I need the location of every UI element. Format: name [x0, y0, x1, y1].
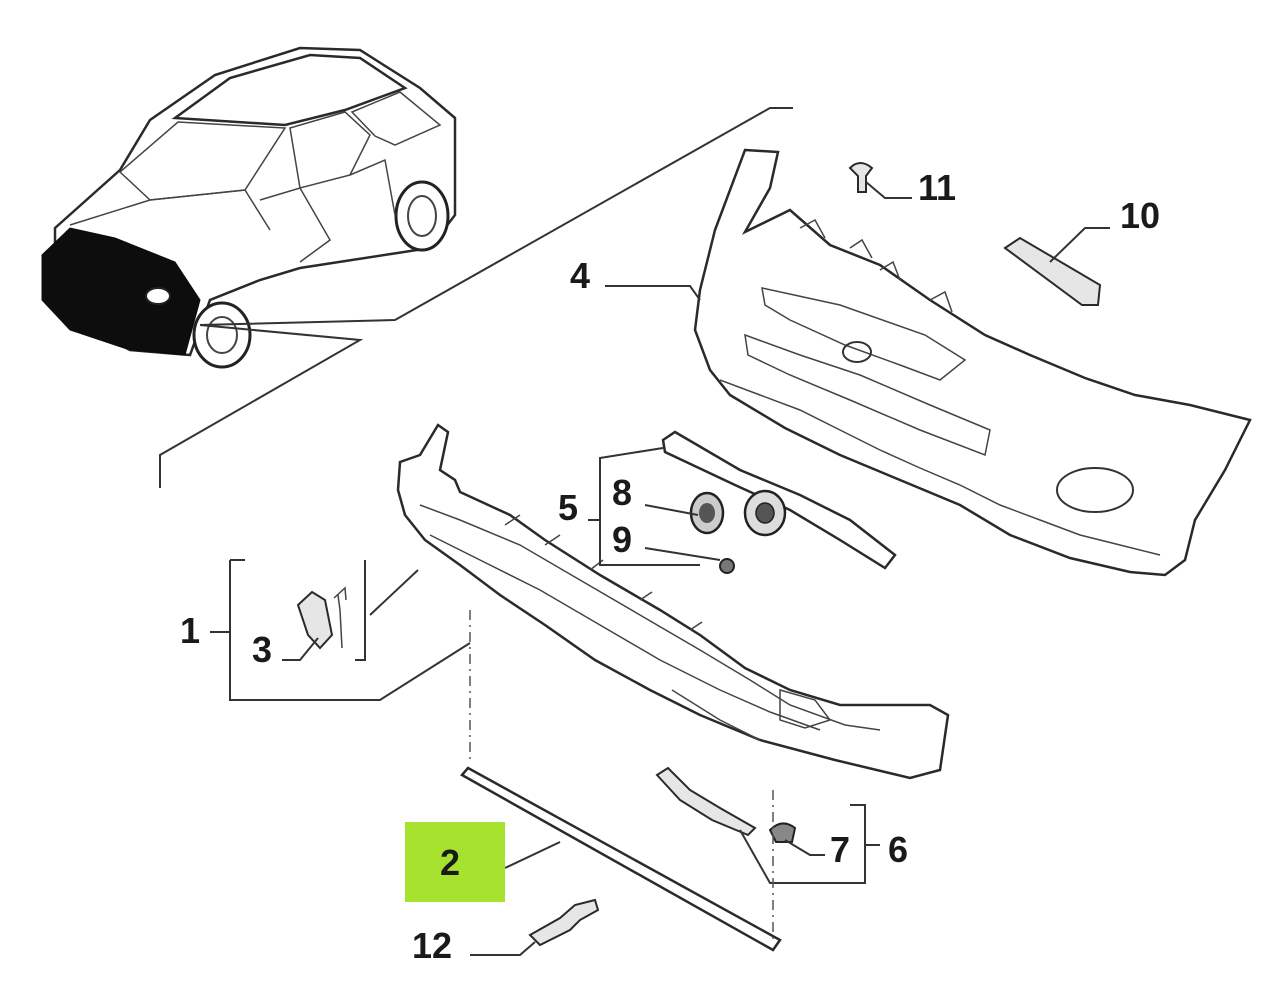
front-wheel	[192, 301, 252, 369]
callout-6: 6	[888, 829, 908, 870]
front-bumper-highlight	[41, 227, 201, 356]
callout-11: 11	[918, 167, 956, 208]
grille-part-5	[661, 430, 897, 570]
perspective-guide-lines	[159, 107, 793, 488]
rear-wheel	[394, 180, 450, 252]
callout-12: 12	[412, 925, 452, 966]
callout-7: 7	[830, 829, 850, 870]
strip-part-2	[460, 766, 782, 952]
car-illustration	[41, 46, 457, 369]
callout-1: 1	[180, 610, 200, 651]
callout-8: 8	[612, 472, 632, 513]
front-bumper-part-4	[693, 148, 1252, 577]
lower-bumper-part-1	[396, 423, 950, 780]
leader-lines	[210, 181, 1110, 956]
bracket-part-3	[296, 586, 347, 650]
callout-2-highlight	[405, 822, 505, 902]
side-trim-part-6	[655, 766, 757, 837]
callout-3: 3	[252, 629, 272, 670]
callout-9: 9	[612, 519, 632, 560]
callout-10: 10	[1120, 195, 1160, 236]
callout-2: 2	[440, 842, 460, 883]
badge-part-8	[689, 491, 725, 535]
fastener-part-12	[528, 898, 600, 947]
nut-part-9	[719, 558, 735, 574]
clip-part-11	[848, 162, 874, 193]
callout-5: 5	[558, 487, 578, 528]
callout-4: 4	[570, 255, 590, 296]
trim-part-10	[1003, 236, 1102, 306]
